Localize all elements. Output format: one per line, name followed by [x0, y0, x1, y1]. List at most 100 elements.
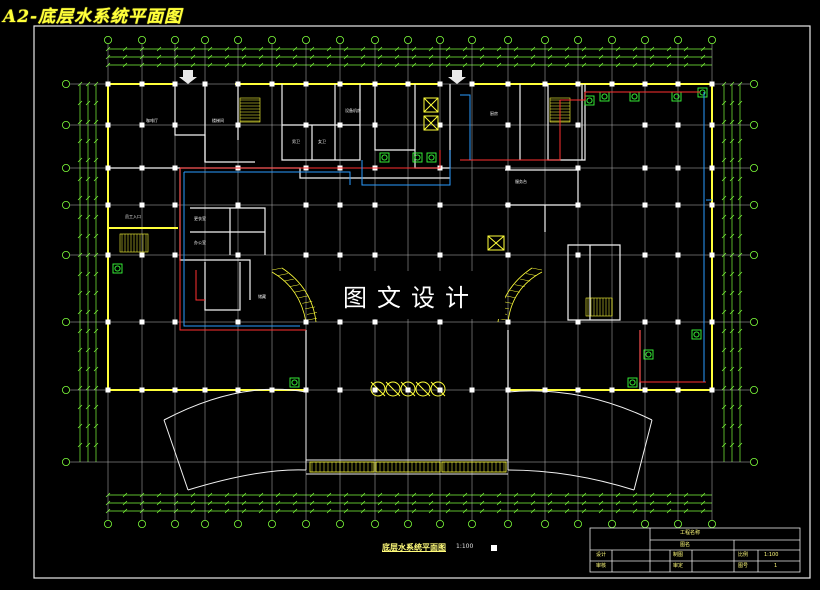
dimension-tick	[445, 62, 451, 68]
axis-bubble-icon	[170, 520, 179, 529]
title-block-project: 工程名称	[680, 530, 701, 536]
pump-icon	[691, 329, 702, 340]
dimension-tick	[224, 500, 230, 506]
dimension-tick	[729, 347, 735, 353]
dimension-tick	[77, 423, 83, 429]
column	[575, 252, 581, 258]
dimension-tick	[632, 508, 638, 514]
column	[172, 252, 178, 258]
axis-bubble-icon	[137, 520, 146, 529]
column	[372, 202, 378, 208]
axis-bubble-icon	[370, 520, 379, 529]
dimension-tick	[93, 100, 99, 106]
column	[505, 81, 511, 87]
dimension-tick	[564, 46, 570, 52]
column	[337, 252, 343, 258]
column	[172, 81, 178, 87]
title-block-draw-label: 制图	[673, 552, 684, 558]
column	[505, 165, 511, 171]
dimension-tick	[275, 54, 281, 60]
pump-icon	[586, 97, 593, 104]
dimension-tick	[275, 500, 281, 506]
dimension-tick	[85, 176, 91, 182]
axis-bubble-icon	[170, 36, 179, 45]
dimension-tick	[530, 492, 536, 498]
dimension-tick	[729, 423, 735, 429]
dimension-tick	[649, 500, 655, 506]
dimension-tick	[547, 500, 553, 506]
dimension-tick	[207, 492, 213, 498]
dimension-tick	[77, 290, 83, 296]
column	[337, 81, 343, 87]
axis-bubble-icon	[62, 80, 71, 89]
dimension-tick	[122, 54, 128, 60]
dimension-tick	[173, 62, 179, 68]
dimension-tick	[721, 233, 727, 239]
dimension-tick	[360, 54, 366, 60]
column	[303, 122, 309, 128]
dimension-tick	[85, 309, 91, 315]
dimension-tick	[496, 492, 502, 498]
dimension-tick	[729, 214, 735, 220]
axis-bubble-icon	[750, 80, 759, 89]
dimension-tick	[224, 54, 230, 60]
dimension-tick	[173, 54, 179, 60]
curved-stair-tread	[509, 289, 520, 293]
column	[303, 81, 309, 87]
dimension-tick	[737, 328, 743, 334]
dimension-tick	[292, 508, 298, 514]
curved-stair-tread	[302, 301, 313, 304]
dimension-tick	[729, 176, 735, 182]
title-block-check-label: 审核	[596, 563, 607, 569]
dimension-tick	[428, 62, 434, 68]
dimension-tick	[530, 54, 536, 60]
dimension-tick	[122, 46, 128, 52]
dimension-tick	[700, 62, 706, 68]
room-label: 男卫	[292, 139, 300, 144]
dimension-tick	[275, 62, 281, 68]
dimension-tick	[411, 508, 417, 514]
dimension-tick	[547, 492, 553, 498]
column	[139, 319, 145, 325]
dimension-tick	[428, 508, 434, 514]
column	[642, 165, 648, 171]
dimension-tick	[224, 492, 230, 498]
dimension-tick	[411, 46, 417, 52]
column	[675, 81, 681, 87]
column	[337, 387, 343, 393]
dimension-tick	[343, 492, 349, 498]
dimension-tick	[615, 500, 621, 506]
column	[105, 165, 111, 171]
dimension-tick	[85, 404, 91, 410]
dimension-tick	[530, 508, 536, 514]
pump-icon	[112, 263, 123, 274]
dimension-tick	[513, 46, 519, 52]
dimension-tick	[343, 54, 349, 60]
dimension-tick	[428, 54, 434, 60]
dimension-tick	[721, 100, 727, 106]
dimension-tick	[309, 46, 315, 52]
dimension-tick	[737, 442, 743, 448]
dimension-tick	[258, 46, 264, 52]
dimension-tick	[729, 404, 735, 410]
axis-bubble-icon	[467, 520, 476, 529]
axis-bubble-icon	[435, 36, 444, 45]
dimension-tick	[224, 46, 230, 52]
dimension-tick	[683, 500, 689, 506]
dimension-tick	[326, 62, 332, 68]
curved-stair-tread	[298, 295, 309, 299]
dimension-tick	[564, 62, 570, 68]
title-block	[589, 527, 801, 573]
dimension-tick	[737, 366, 743, 372]
column	[709, 81, 715, 87]
dimension-tick	[77, 404, 83, 410]
curved-stair-tread	[514, 284, 525, 287]
axis-bubble-icon	[233, 36, 242, 45]
dimension-tick	[275, 46, 281, 52]
dimension-tick	[394, 492, 400, 498]
axis-bubble-icon	[574, 36, 583, 45]
column	[372, 387, 378, 393]
dimension-tick	[615, 46, 621, 52]
axis-bubble-icon	[62, 200, 71, 209]
